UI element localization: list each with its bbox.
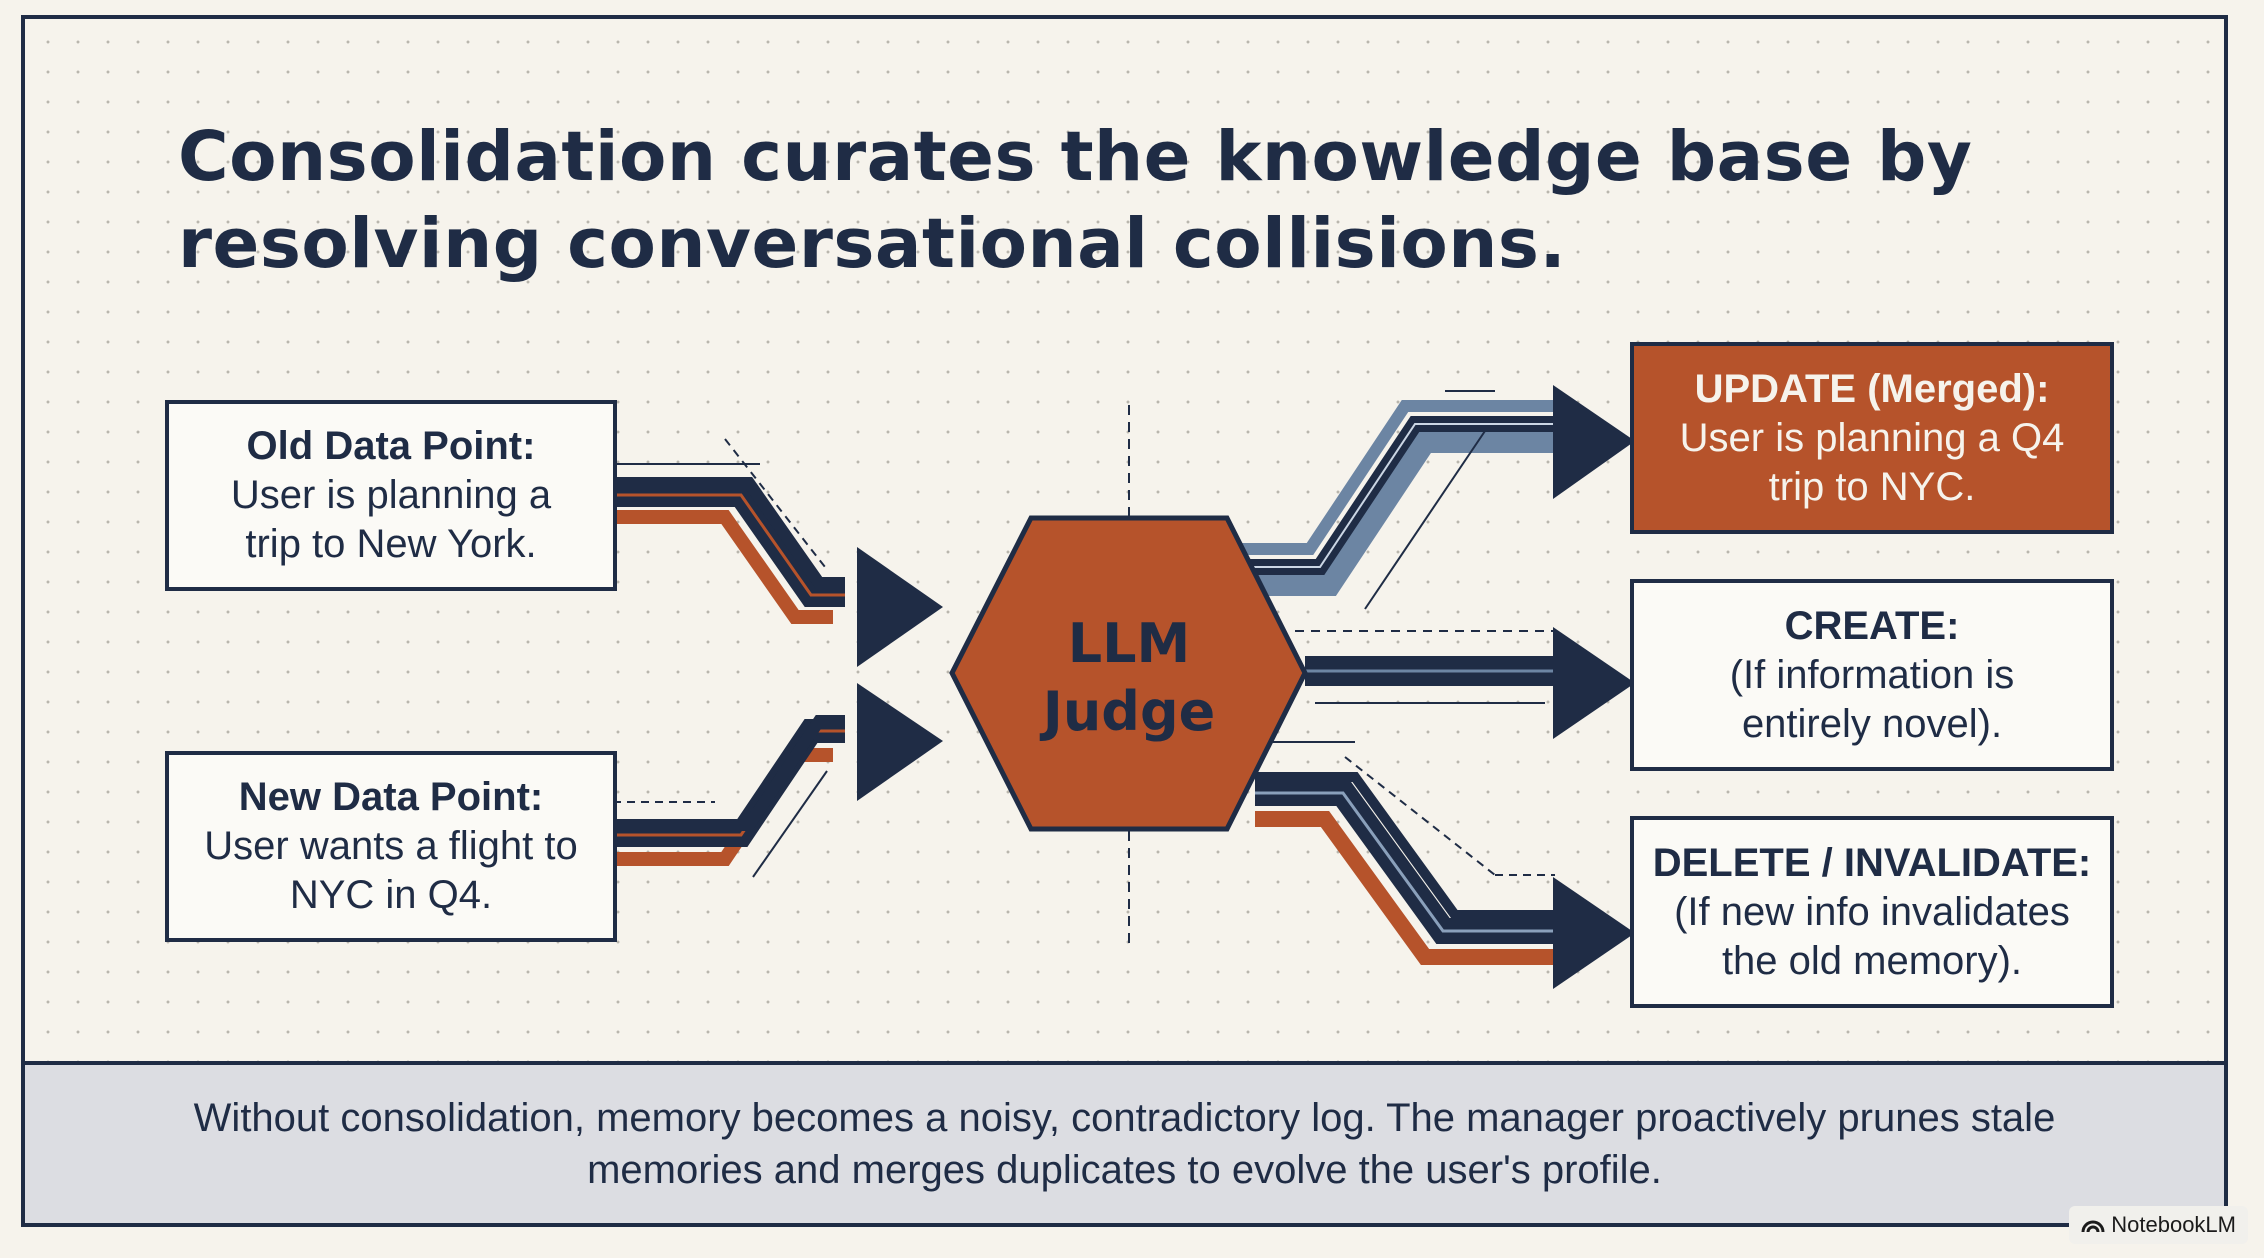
update-heading: UPDATE (Merged): xyxy=(1694,366,2050,411)
flow-diagram: LLM Judge xyxy=(613,385,1635,989)
create-text: (If information is entirely novel). xyxy=(1729,652,2015,746)
output-arrow-create xyxy=(1295,627,1635,739)
old-data-point-text: User is planning a trip to New York. xyxy=(230,473,552,566)
input-arrow-old xyxy=(613,438,943,667)
output-arrow-update xyxy=(1235,385,1635,610)
delete-text: (If new info invalidates the old memory)… xyxy=(1674,889,2070,983)
new-data-point-heading: New Data Point: xyxy=(238,775,544,819)
footer-text: Without consolidation, memory becomes a … xyxy=(193,1096,2056,1192)
slide: Consolidation curates the knowledge base… xyxy=(21,15,2228,1227)
update-text: User is planning a Q4 trip to NYC. xyxy=(1679,415,2065,509)
watermark-label: NotebookLM xyxy=(2111,1212,2236,1237)
new-data-point-box: New Data Point: User wants a flight to N… xyxy=(165,751,617,942)
update-merged-box: UPDATE (Merged): User is planning a Q4 t… xyxy=(1630,342,2114,534)
judge-label-line1: LLM xyxy=(1068,612,1191,675)
slide-title: Consolidation curates the knowledge base… xyxy=(178,117,1973,284)
notebooklm-watermark: NotebookLM xyxy=(2069,1206,2248,1244)
notebooklm-logo-icon xyxy=(2081,1220,2105,1233)
judge-hexagon xyxy=(949,515,1308,832)
llm-judge-node: LLM Judge xyxy=(949,515,1308,832)
input-arrow-new xyxy=(613,683,943,878)
delete-invalidate-box: DELETE / INVALIDATE: (If new info invali… xyxy=(1630,816,2114,1008)
old-data-point-box: Old Data Point: User is planning a trip … xyxy=(165,400,617,591)
judge-label-line2: Judge xyxy=(1039,680,1215,743)
output-arrow-delete xyxy=(1255,741,1635,989)
footer-caption: Without consolidation, memory becomes a … xyxy=(25,1061,2224,1223)
old-data-point-heading: Old Data Point: xyxy=(246,424,536,468)
create-heading: CREATE: xyxy=(1784,603,1960,648)
create-box: CREATE: (If information is entirely nove… xyxy=(1630,579,2114,771)
new-data-point-text: User wants a flight to NYC in Q4. xyxy=(204,824,578,917)
delete-heading: DELETE / INVALIDATE: xyxy=(1652,840,2092,885)
